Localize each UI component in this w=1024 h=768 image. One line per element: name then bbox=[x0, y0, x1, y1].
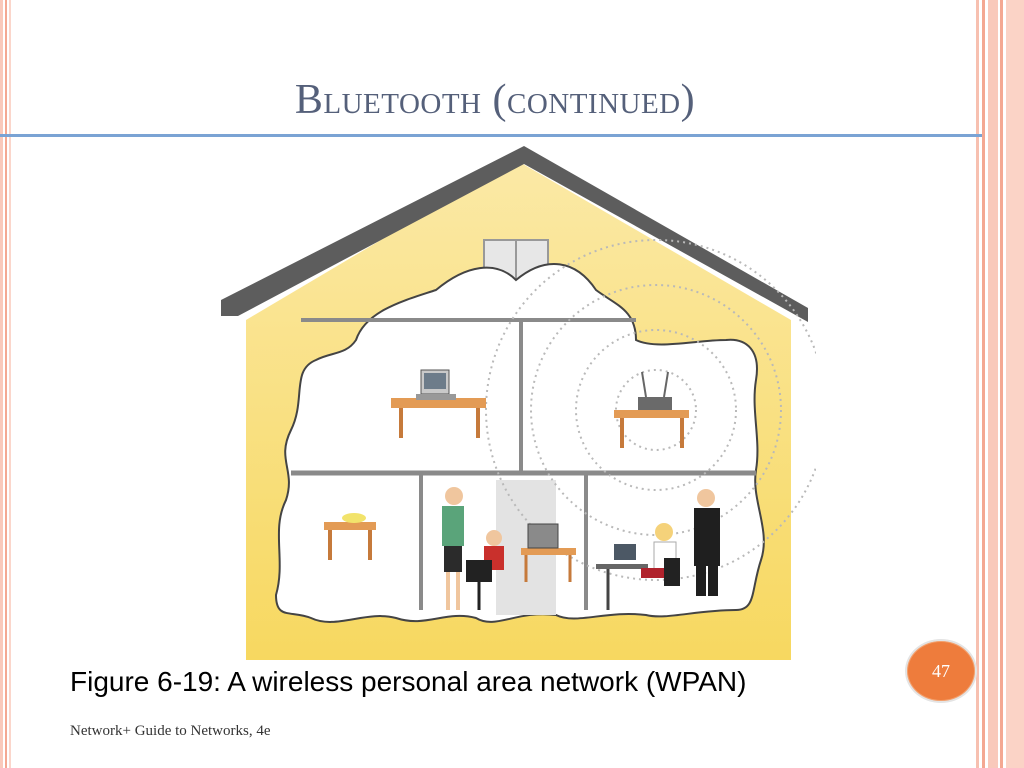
laptop-desk-user bbox=[596, 523, 680, 610]
tv-desk bbox=[521, 523, 576, 582]
right-border-stripes bbox=[976, 0, 1024, 768]
printer-table bbox=[324, 513, 376, 560]
figure-caption: Figure 6-19: A wireless personal area ne… bbox=[70, 666, 747, 697]
businessman-with-phone bbox=[694, 489, 720, 596]
left-border-stripes bbox=[0, 0, 14, 768]
woman-with-pda bbox=[442, 487, 464, 610]
router-desk bbox=[614, 371, 689, 448]
child-on-chair bbox=[466, 530, 504, 610]
title-divider bbox=[0, 134, 982, 137]
slide-title: Bluetooth (continued) bbox=[294, 77, 696, 123]
page-number-badge: 47 bbox=[905, 639, 977, 703]
upstairs-desk-computer bbox=[391, 369, 486, 438]
house-wpan-illustration-icon bbox=[221, 146, 816, 660]
slide-footer: Network+ Guide to Networks, 4e bbox=[70, 723, 271, 739]
